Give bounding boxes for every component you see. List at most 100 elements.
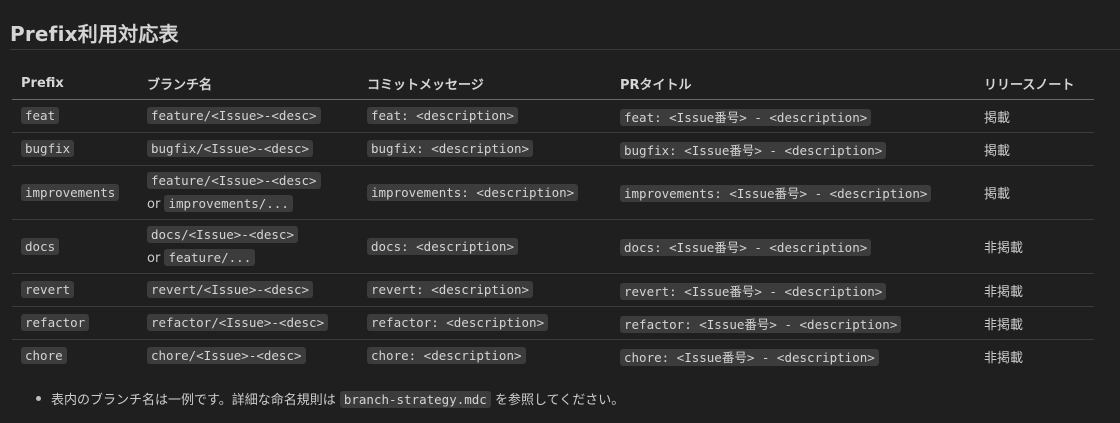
cell-release-notes: 非掲載 [975, 273, 1094, 307]
cell-prefix: revert [12, 273, 138, 307]
table-header-row: Prefix ブランチ名 コミットメッセージ PRタイトル リリースノート [12, 67, 1094, 100]
release-notes-value: 非掲載 [984, 284, 1024, 300]
prefix-code: revert [21, 281, 75, 298]
cell-prefix: refactor [12, 306, 138, 340]
pr-title-code: improvements: <Issue番号> - <description> [620, 185, 932, 202]
or-text: or [147, 196, 161, 212]
prefix-table: Prefix ブランチ名 コミットメッセージ PRタイトル リリースノート fe… [12, 67, 1094, 372]
branch-alt-code: improvements/... [164, 194, 293, 212]
cell-branch: chore/<Issue>-<desc> [138, 340, 358, 373]
branch-code: feature/<Issue>-<desc> [147, 171, 321, 189]
pr-title-code: docs: <Issue番号> - <description> [620, 239, 872, 256]
release-notes-value: 掲載 [984, 187, 1011, 202]
prefix-code: refactor [21, 314, 90, 331]
header-branch: ブランチ名 [138, 67, 358, 100]
cell-prefix: bugfix [12, 132, 138, 166]
header-pr-title: PRタイトル [611, 67, 975, 100]
cell-pr-title: feat: <Issue番号> - <description> [611, 99, 975, 133]
branch-line: feature/<Issue>-<desc> [147, 170, 358, 193]
cell-branch: feature/<Issue>-<desc> [138, 99, 358, 133]
release-notes-value: 非掲載 [984, 317, 1024, 333]
cell-release-notes: 掲載 [975, 132, 1094, 166]
cell-branch: feature/<Issue>-<desc> or improvements/.… [138, 165, 358, 220]
pr-title-code: chore: <Issue番号> - <description> [620, 348, 879, 366]
cell-pr-title: bugfix: <Issue番号> - <description> [611, 132, 975, 166]
cell-commit: revert: <description> [358, 273, 611, 307]
footnote-code: branch-strategy.mdc [339, 391, 491, 408]
table-row: chore chore/<Issue>-<desc> chore: <descr… [12, 340, 1094, 373]
prefix-code: chore [21, 347, 67, 364]
commit-code: chore: <description> [367, 347, 526, 364]
cell-commit: chore: <description> [358, 340, 611, 373]
cell-pr-title: revert: <Issue番号> - <description> [611, 273, 975, 307]
cell-commit: feat: <description> [358, 99, 611, 133]
cell-commit: docs: <description> [358, 219, 611, 274]
heading-divider [10, 49, 1120, 50]
cell-commit: improvements: <description> [358, 165, 611, 220]
branch-line: docs/<Issue>-<desc> [147, 224, 358, 247]
prefix-code: feat [21, 107, 60, 124]
commit-code: improvements: <description> [367, 183, 579, 201]
cell-release-notes: 非掲載 [975, 340, 1094, 373]
cell-pr-title: docs: <Issue番号> - <description> [611, 219, 975, 274]
cell-prefix: docs [12, 219, 138, 274]
branch-code: feature/<Issue>-<desc> [147, 107, 321, 124]
commit-code: bugfix: <description> [367, 140, 534, 157]
release-notes-value: 掲載 [984, 143, 1011, 159]
cell-prefix: feat [12, 99, 138, 133]
cell-pr-title: refactor: <Issue番号> - <description> [611, 306, 975, 340]
table-row: bugfix bugfix/<Issue>-<desc> bugfix: <de… [12, 132, 1094, 166]
pr-title-code: revert: <Issue番号> - <description> [620, 282, 887, 300]
cell-release-notes: 非掲載 [975, 306, 1094, 340]
prefix-code: improvements [21, 183, 120, 201]
header-prefix: Prefix [12, 67, 138, 100]
footnote-text-before: 表内のブランチ名は一例です。詳細な命名規則は [51, 393, 340, 408]
prefix-code: docs [21, 237, 60, 255]
cell-branch: docs/<Issue>-<desc> or feature/... [138, 219, 358, 274]
branch-code: refactor/<Issue>-<desc> [147, 314, 329, 331]
release-notes-value: 非掲載 [984, 241, 1024, 256]
branch-code: docs/<Issue>-<desc> [147, 225, 298, 243]
release-notes-value: 掲載 [984, 110, 1011, 126]
commit-code: refactor: <description> [367, 314, 549, 331]
table-row: refactor refactor/<Issue>-<desc> refacto… [12, 306, 1094, 340]
header-release-notes: リリースノート [975, 67, 1094, 100]
section-heading: Prefix利用対応表 [10, 22, 179, 46]
branch-code: chore/<Issue>-<desc> [147, 347, 306, 364]
branch-code: revert/<Issue>-<desc> [147, 281, 314, 298]
prefix-code: bugfix [21, 140, 75, 157]
table-row: improvements feature/<Issue>-<desc> or i… [12, 165, 1094, 220]
commit-code: revert: <description> [367, 281, 534, 298]
cell-prefix: chore [12, 340, 138, 373]
branch-alt-code: feature/... [164, 248, 256, 266]
pr-title-code: feat: <Issue番号> - <description> [620, 108, 872, 126]
header-commit: コミットメッセージ [358, 67, 611, 100]
cell-branch: bugfix/<Issue>-<desc> [138, 132, 358, 166]
commit-code: feat: <description> [367, 107, 518, 124]
cell-branch: refactor/<Issue>-<desc> [138, 306, 358, 340]
cell-prefix: improvements [12, 165, 138, 220]
cell-commit: refactor: <description> [358, 306, 611, 340]
table-row: feat feature/<Issue>-<desc> feat: <descr… [12, 99, 1094, 133]
table-row: docs docs/<Issue>-<desc> or feature/... … [12, 219, 1094, 274]
or-text: or [147, 250, 161, 266]
cell-release-notes: 非掲載 [975, 219, 1094, 274]
pr-title-code: bugfix: <Issue番号> - <description> [620, 141, 887, 159]
cell-pr-title: improvements: <Issue番号> - <description> [611, 165, 975, 220]
cell-release-notes: 掲載 [975, 99, 1094, 133]
cell-branch: revert/<Issue>-<desc> [138, 273, 358, 307]
table-row: revert revert/<Issue>-<desc> revert: <de… [12, 273, 1094, 307]
footnote-text-after: を参照してください。 [490, 393, 625, 408]
release-notes-value: 非掲載 [984, 350, 1024, 366]
branch-code: bugfix/<Issue>-<desc> [147, 140, 314, 157]
cell-commit: bugfix: <description> [358, 132, 611, 166]
cell-pr-title: chore: <Issue番号> - <description> [611, 340, 975, 373]
branch-alt-line: or feature/... [147, 247, 358, 270]
cell-release-notes: 掲載 [975, 165, 1094, 220]
bullet-icon [36, 396, 41, 401]
pr-title-code: refactor: <Issue番号> - <description> [620, 315, 902, 333]
commit-code: docs: <description> [367, 237, 518, 255]
footnote: 表内のブランチ名は一例です。詳細な命名規則は branch-strategy.m… [51, 389, 624, 408]
branch-alt-line: or improvements/... [147, 193, 358, 216]
